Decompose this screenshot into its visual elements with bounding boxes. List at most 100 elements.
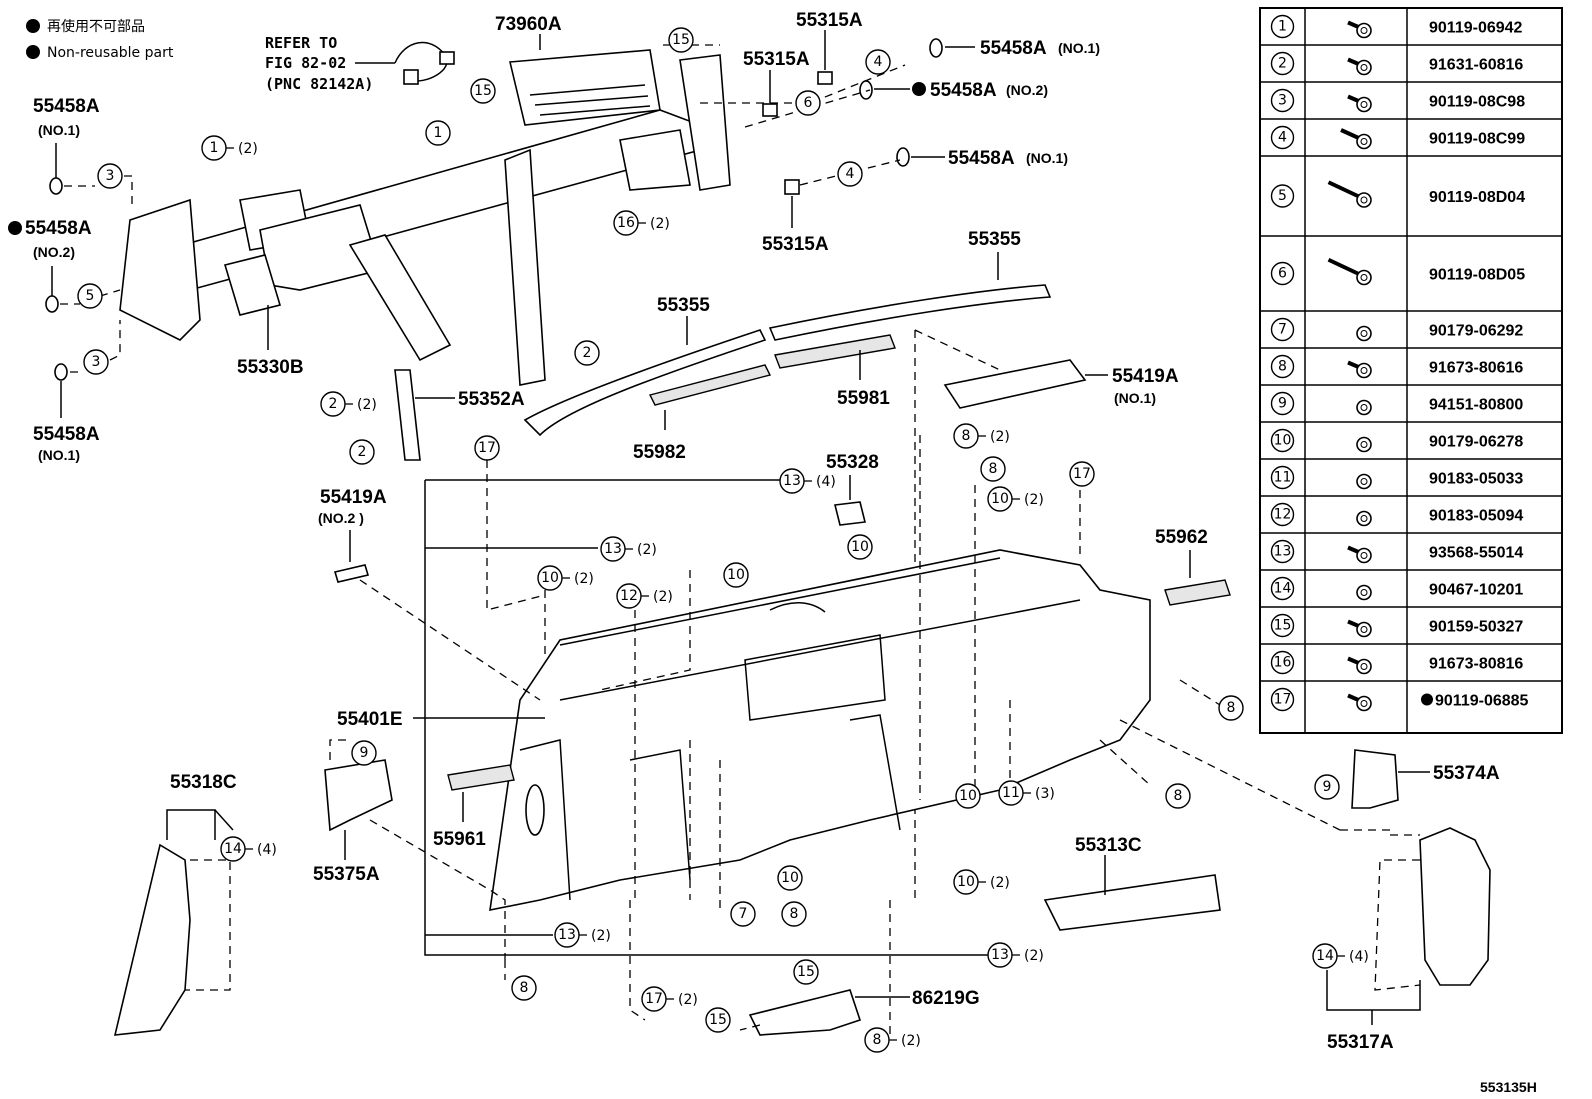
part-label-55401E: 55401E [337,709,403,730]
callout-c13d: 13(2) [987,942,1044,968]
legend-line-en: Non-reusable part [47,45,174,61]
callout-circle [1314,774,1340,800]
part-sub-55458A-top2: (NO.2) [1006,82,1048,98]
part-label-55317A: 55317A [1327,1032,1394,1053]
fastener-icon [1347,656,1372,675]
row-number: 3 [1278,93,1287,109]
callout-number: 15 [474,83,492,99]
row-number-circle [1270,184,1295,208]
fastener-icon [1347,20,1372,39]
callout-number: 8 [1174,788,1183,804]
connector-sketch [403,69,419,85]
row-number: 9 [1278,396,1287,412]
callout-c8e: 8 [781,901,807,927]
part-label-55318C: 55318C [170,772,237,793]
callout-qty: (2) [238,141,258,157]
callout-circle [705,1007,731,1033]
row-number-circle [1270,317,1295,342]
row-part-number: 90159-50327 [1429,619,1523,636]
part-label-55982: 55982 [633,442,686,463]
row-part-number: 90119-06942 [1429,20,1523,37]
callout-circle [777,865,803,891]
callout-circle [349,439,375,465]
callout-c13c: 13(2) [554,922,611,948]
callout-c17a: 17 [474,435,500,461]
fastener-icon [1347,360,1372,379]
row-number: 12 [1274,507,1292,523]
row-number: 17 [1274,692,1292,708]
row-part-number: 90179-06278 [1429,434,1523,451]
row-part-number: 90119-06885 [1435,693,1529,710]
fastener-icon [1356,436,1372,453]
row-number: 14 [1274,581,1292,597]
part-sub-55458A-left1: (NO.1) [38,122,80,138]
callout-c8f: 8 [511,975,537,1001]
fastener-icon [1347,545,1372,564]
washer-part [929,38,943,58]
figure-code: 553135H [1480,1079,1537,1095]
callout-c9b: 9 [1314,774,1340,800]
lower-panel-55313C [1043,874,1221,931]
callout-bracket-14 [166,809,216,840]
row-number-circle [1270,125,1295,150]
callout-c12: 12(2) [616,583,673,609]
callout-number: 17 [645,991,663,1007]
non-reusable-dot-icon [26,45,40,59]
callout-c10a: 10(2) [537,565,594,591]
callout-c8a: 8(2) [953,423,1010,449]
sensor-part [834,501,866,526]
callout-c11: 11(3) [998,780,1055,806]
callout-qty: (2) [1024,492,1044,508]
part-label-55458A-mid: 55458A [948,148,1015,169]
callout-number: 3 [92,354,101,370]
part-label-55355-a: 55355 [657,295,710,316]
reference-note: REFER TO FIG 82-02 (PNC 82142A) [265,34,455,93]
airbag-ribs [529,84,651,116]
top-washers: 55315A 55315A 55458A (NO.1) 55458A (NO.2… [663,10,1100,255]
sound-pad-no2 [333,564,370,583]
bracket-86219G-part [748,989,862,1036]
center-brace [504,148,546,386]
callout-circle [847,534,873,560]
callout-qty: (2) [990,429,1010,445]
part-label-73960A: 73960A [495,14,562,35]
row-number: 7 [1278,322,1287,338]
washer-part [896,147,910,167]
assembly-dashes [1340,829,1421,991]
callout-circle [955,783,981,809]
washer-part [859,80,873,100]
part-sub-55419A-1: (NO.1) [1114,390,1156,406]
garnish-strip-left [523,329,767,437]
fastener-icon [1340,128,1372,150]
callout-c1a: 1 [425,120,451,146]
callout-c5: 5 [77,283,103,309]
row-number: 15 [1274,618,1292,634]
part-label-55375A: 55375A [313,864,380,885]
callout-number: 10 [541,570,559,586]
callout-circle [425,120,451,146]
callout-circle [793,959,819,985]
part-label-55458A-left3: 55458A [33,424,100,445]
fastener-icon [1347,693,1372,712]
row-part-number: 91631-60816 [1429,57,1523,74]
reinforcement-right-bracket [679,54,731,191]
callout-number: 4 [874,54,883,70]
callout-circle [470,78,496,104]
callout-qty: (2) [990,875,1010,891]
callout-circle [723,562,749,588]
callout-number: 4 [846,166,855,182]
part-label-55328: 55328 [826,452,879,473]
non-reusable-dot-icon [912,82,926,96]
callout-circle [837,161,863,187]
callout-number: 9 [360,745,369,761]
callout-number: 13 [783,473,801,489]
callout-c10c: 10 [847,534,873,560]
part-sub-55458A-left2: (NO.2) [33,244,75,260]
